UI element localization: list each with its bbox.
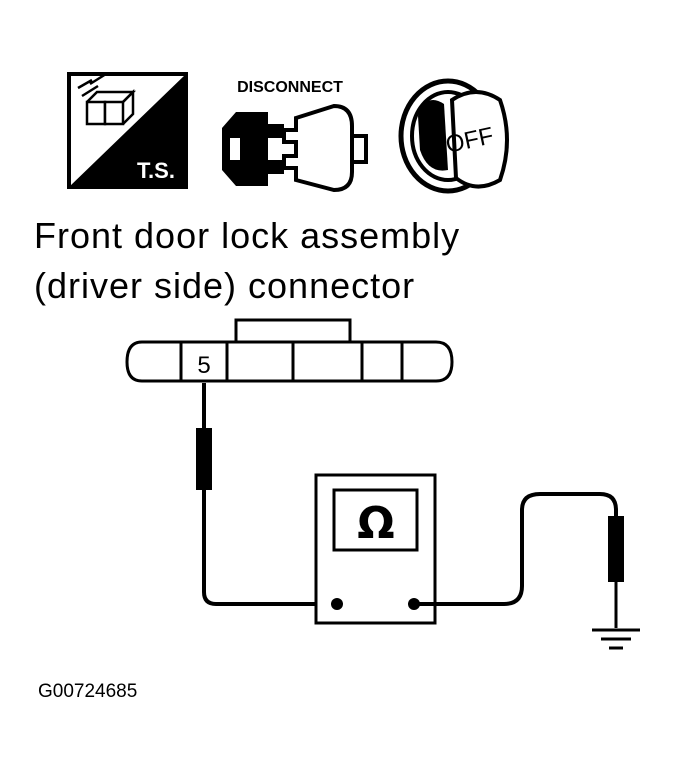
ground-icon [592, 628, 640, 650]
connector-body [125, 318, 454, 383]
ts-label: T.S. [137, 158, 175, 183]
meter-terminal-negative [331, 598, 343, 610]
disconnect-icon: DISCONNECT [222, 79, 368, 193]
ts-icon: T.S. [67, 72, 188, 189]
test-lead-ground [414, 492, 624, 628]
disconnect-label: DISCONNECT [237, 79, 343, 96]
figure-id: G00724685 [38, 681, 137, 702]
ohmmeter: Ω [314, 473, 437, 625]
connector-name-line2: (driver side) connector [34, 265, 415, 306]
test-lead-terminal [196, 383, 337, 606]
connector-sketch-icon [77, 72, 137, 126]
ohm-symbol: Ω [357, 498, 394, 549]
terminal-number: 5 [197, 352, 210, 379]
ignition-off-icon: OFF [398, 78, 509, 194]
connector-name-line1: Front door lock assembly [34, 215, 460, 256]
